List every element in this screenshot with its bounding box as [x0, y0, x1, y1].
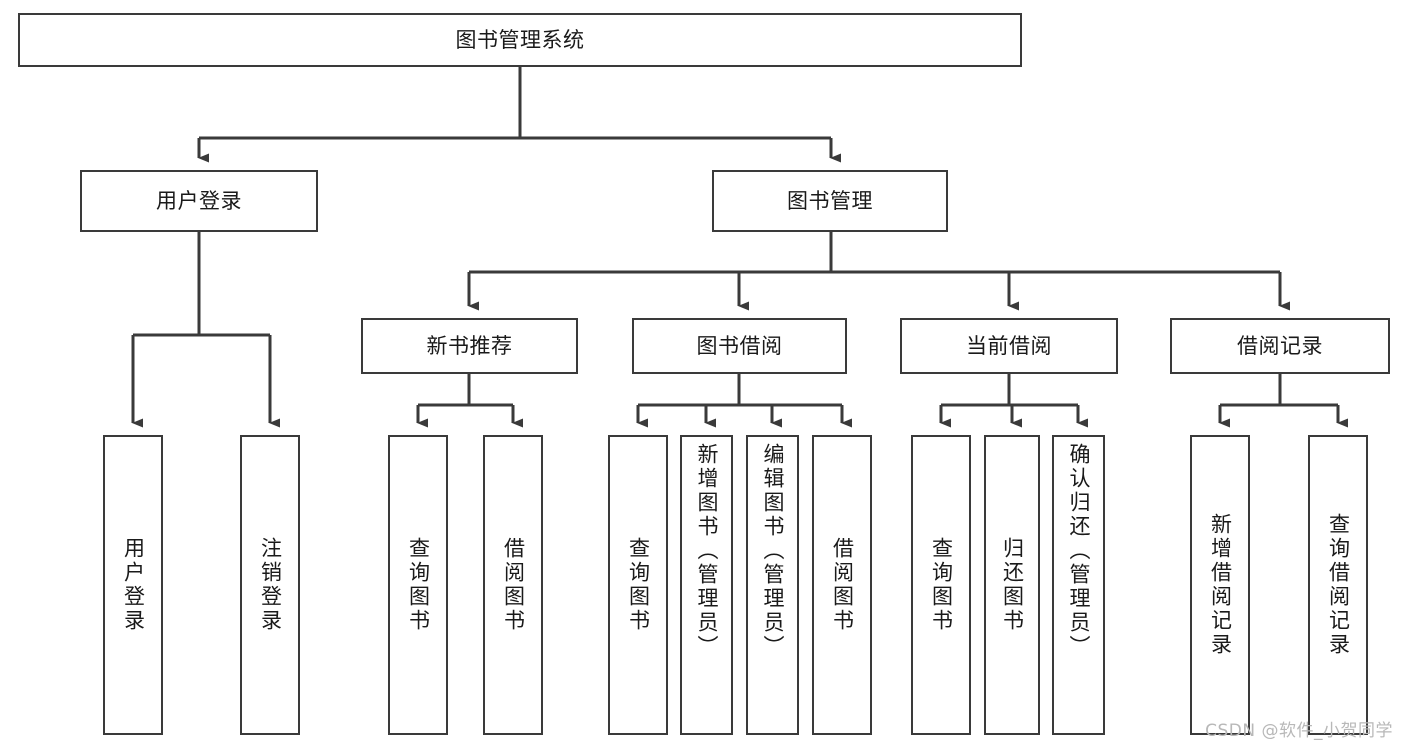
node-borrow-record[interactable]: 借阅记录 [1170, 318, 1390, 374]
node-leaf-confirm-return[interactable]: 确认归还（管理员） [1052, 435, 1105, 735]
node-new-book-recommend[interactable]: 新书推荐 [361, 318, 578, 374]
node-leaf-borrow-book-1[interactable]: 借阅图书 [483, 435, 543, 735]
node-leaf-borrow-book-2-label: 借阅图书 [830, 537, 855, 633]
node-leaf-edit-book[interactable]: 编辑图书（管理员） [746, 435, 799, 735]
node-leaf-add-book-label: 新增图书（管理员） [695, 443, 719, 659]
node-leaf-add-record[interactable]: 新增借阅记录 [1190, 435, 1250, 735]
node-current-borrow[interactable]: 当前借阅 [900, 318, 1118, 374]
node-user-login[interactable]: 用户登录 [80, 170, 318, 232]
node-book-manage[interactable]: 图书管理 [712, 170, 948, 232]
node-leaf-query-book-3[interactable]: 查询图书 [911, 435, 971, 735]
node-leaf-query-book-2[interactable]: 查询图书 [608, 435, 668, 735]
node-leaf-user-login-label: 用户登录 [121, 537, 146, 633]
node-leaf-add-book[interactable]: 新增图书（管理员） [680, 435, 733, 735]
node-leaf-query-book-1-label: 查询图书 [406, 537, 431, 633]
node-new-book-recommend-label: 新书推荐 [426, 333, 513, 358]
node-book-borrow[interactable]: 图书借阅 [632, 318, 847, 374]
csdn-watermark: CSDN @软件_小贺同学 [1205, 721, 1393, 741]
node-leaf-return-book-label: 归还图书 [1000, 537, 1025, 633]
node-leaf-query-book-2-label: 查询图书 [626, 537, 651, 633]
node-leaf-edit-book-label: 编辑图书（管理员） [761, 443, 785, 659]
node-leaf-query-book-3-label: 查询图书 [929, 537, 954, 633]
node-leaf-logout-label: 注销登录 [258, 537, 283, 633]
node-leaf-query-record-label: 查询借阅记录 [1326, 513, 1351, 657]
node-leaf-borrow-book-1-label: 借阅图书 [501, 537, 526, 633]
node-leaf-add-record-label: 新增借阅记录 [1208, 513, 1233, 657]
node-leaf-user-login[interactable]: 用户登录 [103, 435, 163, 735]
node-user-login-label: 用户登录 [156, 188, 242, 213]
node-book-borrow-label: 图书借阅 [696, 333, 783, 358]
node-root-label: 图书管理系统 [455, 27, 585, 52]
node-borrow-record-label: 借阅记录 [1237, 333, 1323, 358]
node-leaf-return-book[interactable]: 归还图书 [984, 435, 1040, 735]
node-leaf-query-book-1[interactable]: 查询图书 [388, 435, 448, 735]
node-leaf-logout[interactable]: 注销登录 [240, 435, 300, 735]
node-leaf-query-record[interactable]: 查询借阅记录 [1308, 435, 1368, 735]
node-root[interactable]: 图书管理系统 [18, 13, 1022, 67]
node-leaf-borrow-book-2[interactable]: 借阅图书 [812, 435, 872, 735]
node-leaf-confirm-return-label: 确认归还（管理员） [1067, 443, 1091, 659]
node-current-borrow-label: 当前借阅 [966, 333, 1052, 358]
node-book-manage-label: 图书管理 [787, 188, 873, 213]
